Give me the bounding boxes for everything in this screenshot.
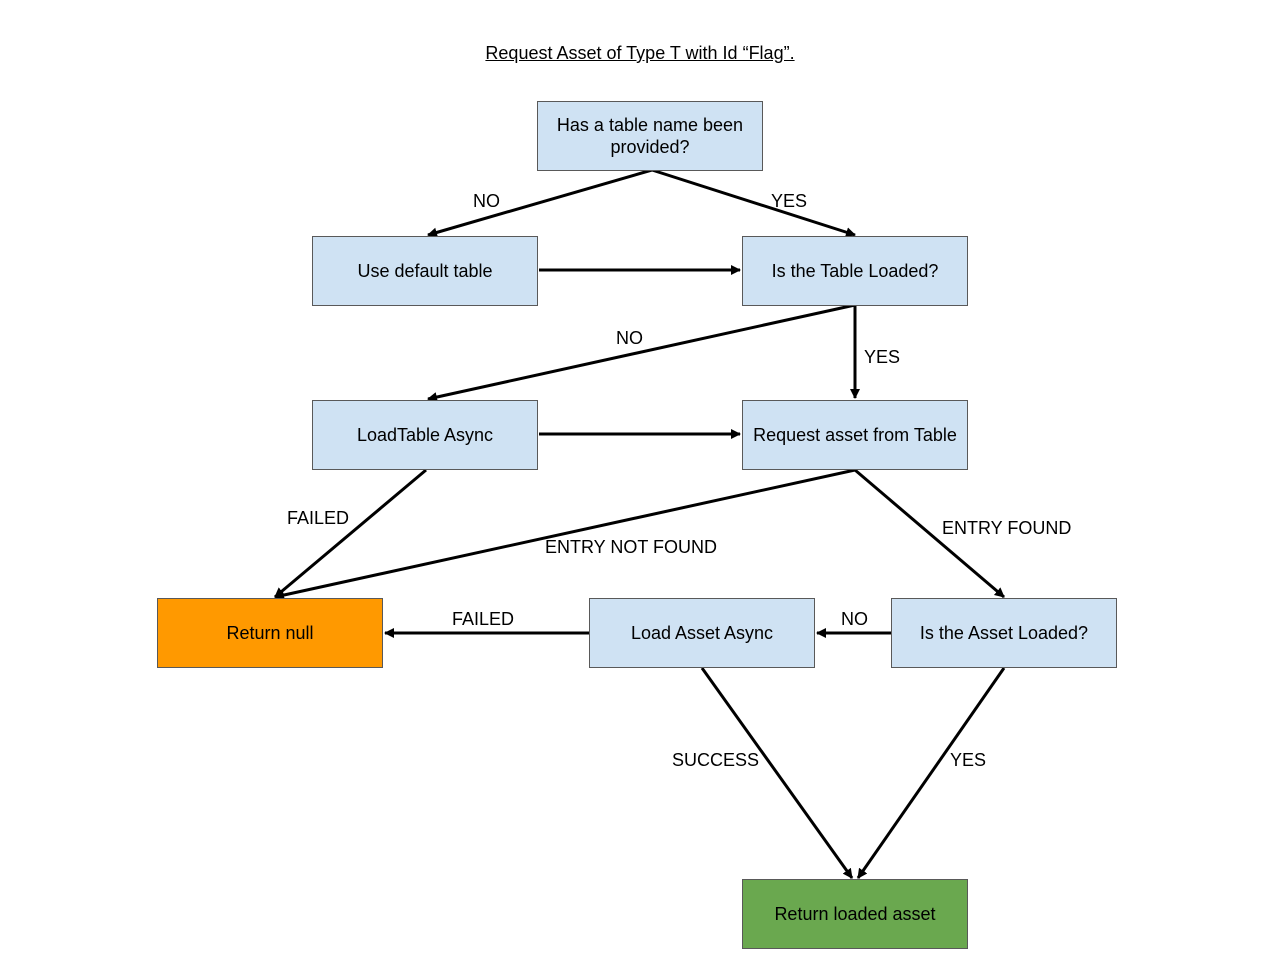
edge-label-entry-found: ENTRY FOUND: [942, 518, 1072, 538]
node-use-default-table: Use default table: [312, 236, 538, 306]
edge-label-yes: YES: [864, 347, 901, 367]
node-request-asset: Request asset from Table: [742, 400, 968, 470]
node-is-table-loaded: Is the Table Loaded?: [742, 236, 968, 306]
node-has-table-name: Has a table name been provided?: [537, 101, 763, 171]
diagram-title: Request Asset of Type T with Id “Flag”.: [485, 43, 795, 63]
edge-has-to-default: [427, 168, 653, 238]
edge-has-to-table-loaded: [651, 168, 856, 238]
edge-label-yes: YES: [950, 750, 987, 770]
node-return-null: Return null: [157, 598, 383, 668]
edge-load-table-to-null: [274, 468, 427, 599]
node-load-table-async: LoadTable Async: [312, 400, 538, 470]
edge-label-success: SUCCESS: [672, 750, 760, 770]
edge-request-to-null: [274, 468, 856, 600]
edge-label-entry-not-found: ENTRY NOT FOUND: [545, 537, 718, 557]
node-return-loaded-asset: Return loaded asset: [742, 879, 968, 949]
edge-load-asset-to-return: [700, 667, 854, 879]
node-is-asset-loaded: Is the Asset Loaded?: [891, 598, 1117, 668]
edge-label-no: NO: [616, 328, 643, 348]
edge-label-failed: FAILED: [452, 609, 515, 629]
edge-request-to-asset-loaded: [854, 468, 1005, 599]
edge-asset-loaded-to-return: [856, 667, 1006, 879]
edge-label-yes: YES: [771, 191, 808, 211]
edge-table-loaded-to-load-table: [427, 303, 856, 402]
edge-label-no: NO: [473, 191, 500, 211]
node-load-asset-async: Load Asset Async: [589, 598, 815, 668]
edge-label-failed: FAILED: [287, 508, 350, 528]
edge-label-no: NO: [841, 609, 868, 629]
